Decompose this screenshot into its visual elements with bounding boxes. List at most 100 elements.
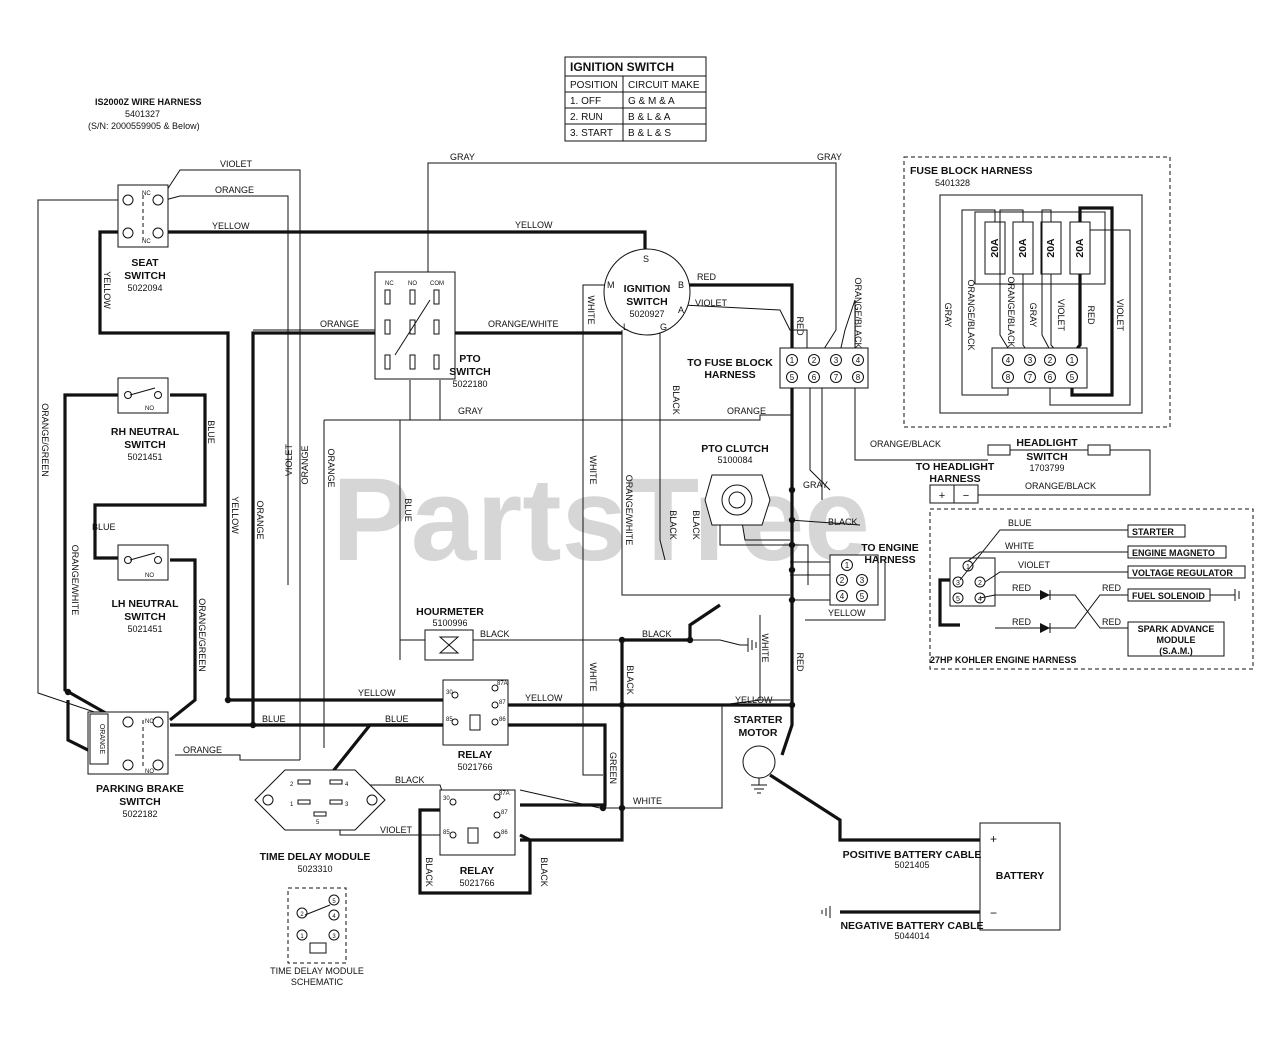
pin-label: 4 [1006,356,1011,365]
pin-label: 1 [845,561,850,570]
wire-label: VIOLET [284,443,294,476]
wire-label: BLACK [668,510,678,540]
wire-label: YELLOW [735,695,773,705]
ignition-table: IGNITION SWITCH POSITION CIRCUIT MAKE 1.… [564,56,707,142]
pin-label: 5 [1070,373,1075,382]
engine-output-label: SPARK ADVANCE [1138,624,1215,634]
battery: + − BATTERY POSITIVE BATTERY CABLE 50214… [821,822,1061,941]
wire-label: RED [795,316,805,336]
terminal-label: 4 [345,782,349,788]
terminal-label: A [678,305,684,315]
fuse-block-connector: 1 2 3 4 5 6 7 8 TO FUSE BLOCK HARNESS [687,347,869,389]
time-delay-label: TIME DELAY MODULE [260,851,371,863]
wire-label: RED [1086,305,1096,325]
negative-cable-label: NEGATIVE BATTERY CABLE [840,920,983,932]
rh-neutral-label: RH NEUTRAL [111,426,180,438]
pin-label: 2 [978,580,982,587]
pin-label: 3 [332,934,336,940]
pto-switch-part: 5022180 [452,379,487,389]
pin-label: 6 [1048,373,1053,382]
terminal-label: NC [145,719,154,725]
wire-label: VIOLET [1115,299,1125,332]
terminal-label: − [990,906,997,920]
seat-switch-part: 5022094 [127,283,162,293]
pto-clutch-label: PTO CLUTCH [701,443,768,455]
parking-brake-part: 5022182 [122,809,157,819]
pin-label: 1 [790,356,795,365]
battery-label: BATTERY [996,870,1044,882]
terminal-label: B [678,280,684,290]
headlight-switch-label: HEADLIGHT [1016,437,1078,449]
wire-label: ORANGE [727,406,766,416]
engine-output-label: FUEL SOLENOID [1132,591,1205,601]
wire-label: ORANGE [326,448,336,487]
engine-output-label: (S.A.M.) [1159,646,1193,656]
grounds [747,638,757,652]
starter-label: MOTOR [739,727,778,739]
wire-label: ORANGE [183,745,222,755]
thick-wires [63,230,980,914]
engine-connector: 1 2 3 4 5 TO ENGINE HARNESS [829,542,919,606]
wire-label: BLACK [424,857,434,887]
headlight-switch-part: 1703799 [1029,463,1064,473]
starter-motor: STARTER MOTOR [734,714,783,794]
ignition-switch: S B A G L M IGNITION SWITCH 5020927 [603,248,691,336]
terminal-label: 5 [316,820,320,826]
wire-label: GRAY [450,152,475,162]
terminal-label: 1 [290,802,294,808]
td-schematic-label: SCHEMATIC [291,977,344,987]
pin-label: 1 [966,564,970,571]
harness-serial: (S/N: 2000559905 & Below) [88,121,200,131]
wire-label: BLACK [395,775,425,785]
terminal-label: S [643,254,649,264]
table-cell: B & L & A [628,112,671,123]
pin-label: 4 [332,914,336,920]
terminal-label: ORANGE [98,724,105,755]
engine-output-label: STARTER [1132,527,1174,537]
pin-label: 4 [840,592,845,601]
rh-neutral-switch: NO RH NEUTRAL SWITCH 5021451 [111,377,180,462]
td-schematic-label: TIME DELAY MODULE [270,966,364,976]
headlight: + − TO HEADLIGHT HARNESS HEADLIGHT SWITC… [916,437,1111,504]
wire-label: BLUE [206,420,216,444]
headlight-switch-label: SWITCH [1026,451,1067,463]
harness-part: 5401327 [125,109,160,119]
wire-label: BLACK [642,629,672,639]
wire-label: RED [1012,583,1032,593]
wire-label: BLACK [671,385,681,415]
pin-label: 5 [860,592,865,601]
hourmeter-part: 5100996 [432,618,467,628]
wire-label: VIOLET [220,159,253,169]
terminal-label: NC [142,191,151,197]
wire-label: ORANGE/BLACK [1006,276,1016,347]
wire-label: WHITE [588,456,598,485]
wire-label: BLACK [691,510,701,540]
wire-label: RED [1102,617,1122,627]
wire-label: BLUE [92,522,116,532]
wire-label: WHITE [633,796,662,806]
starter-label: STARTER [734,714,783,726]
terminal-label: 87 [501,810,508,816]
pin-label: 3 [1028,356,1033,365]
to-engine-label: TO ENGINE [861,542,919,554]
wire-label: BLUE [1008,518,1032,528]
pto-clutch: PTO CLUTCH 5100084 [701,443,771,526]
pin-label: 3 [834,356,839,365]
wire-label: YELLOW [102,271,112,309]
pin-label: 4 [978,596,982,603]
wire-label: GRAY [817,152,842,162]
junctions [64,486,796,812]
pin-label: 2 [840,576,845,585]
wire-label: YELLOW [525,693,563,703]
lh-neutral-label: SWITCH [124,611,165,623]
wire-label: VIOLET [695,298,728,308]
parking-brake-label: PARKING BRAKE [96,783,184,795]
relay-top: 30 87A 87 85 86 RELAY 5021766 [442,679,509,772]
hourmeter-label: HOURMETER [416,606,484,618]
relay-part: 5021766 [459,878,494,888]
wire-label: ORANGE [215,185,254,195]
wire-label: ORANGE/BLACK [853,277,863,348]
relay-bottom: 30 87A 87 85 86 RELAY 5021766 [439,789,516,888]
watermark: PartsTree [332,454,870,586]
wire-label: GRAY [943,303,953,328]
